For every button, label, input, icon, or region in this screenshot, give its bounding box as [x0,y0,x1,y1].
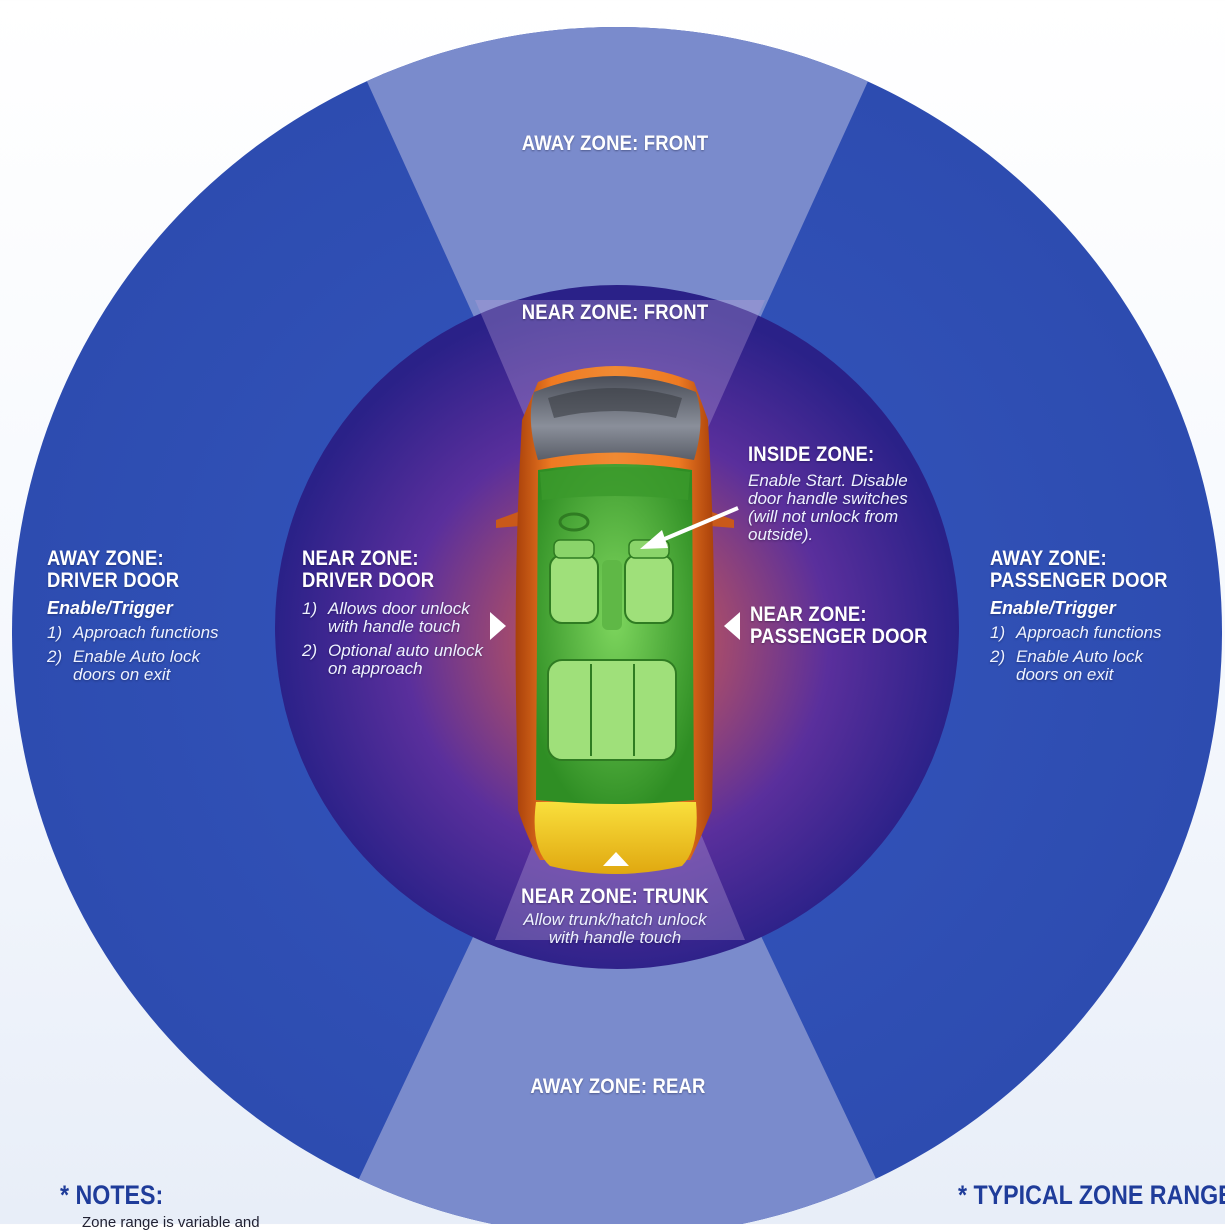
away-rear-label: AWAY ZONE: REAR [530,1075,706,1098]
inside-zone-desc: Enable Start. Disable door handle switch… [748,472,908,544]
item-line: Enable Auto lock [73,647,200,666]
item-line: Optional auto unlock [328,641,483,660]
near-driver-item-1: 1) Allows door unlock with handle touch [302,600,483,636]
notes-partial-line: Zone range is variable and [82,1214,260,1231]
item-num: 2) [47,647,63,666]
item-line: Approach functions [1016,623,1162,642]
arrow-up-icon [603,852,629,866]
near-driver-title-1: NEAR ZONE: [302,547,419,570]
notes-title: * NOTES: [60,1180,164,1210]
item-line: Enable Auto lock [1016,647,1143,666]
car-top-view [496,366,734,874]
item-num: 1) [47,623,63,642]
item-num: 2) [990,647,1006,666]
near-trunk-block: NEAR ZONE: TRUNK Allow trunk/hatch unloc… [460,886,770,947]
desc-line: with handle touch [548,928,682,947]
desc-line: door handle switches [748,489,908,508]
left-mirror [496,512,520,528]
arrow-right-icon [490,612,506,640]
pointer-arrowhead [640,530,668,549]
front-left-seat [549,554,599,624]
item-line: doors on exit [1016,665,1114,684]
away-passenger-subtitle: Enable/Trigger [990,598,1116,618]
item-line: with handle touch [328,617,461,636]
item-num: 1) [990,623,1006,642]
away-passenger-item-2: 2) Enable Auto lock doors on exit [990,648,1192,684]
item-num: 2) [302,641,318,660]
near-passenger-block: NEAR ZONE: PASSENGER DOOR [750,604,952,648]
away-driver-item-2: 2) Enable Auto lock doors on exit [47,648,219,684]
desc-line: outside). [748,525,814,544]
near-passenger-title-1: NEAR ZONE: [750,603,867,626]
pointer-arrow-icon [654,506,739,545]
near-trunk-title: NEAR ZONE: TRUNK [521,885,709,908]
near-driver-title-2: DRIVER DOOR [302,569,435,592]
away-driver-subtitle: Enable/Trigger [47,598,173,618]
away-driver-title-2: DRIVER DOOR [47,569,180,592]
typical-zone-range-title: * TYPICAL ZONE RANGE [958,1180,1225,1210]
desc-line: (will not unlock from [748,507,899,526]
inside-zone-title: INSIDE ZONE: [748,443,875,466]
near-driver-block: NEAR ZONE: DRIVER DOOR 1) Allows door un… [302,548,483,678]
item-line: doors on exit [73,665,171,684]
item-num: 1) [302,599,318,618]
inside-zone-block: INSIDE ZONE: Enable Start. Disable door … [748,444,908,544]
arrow-left-icon [724,612,740,640]
away-driver-block: AWAY ZONE: DRIVER DOOR Enable/Trigger 1)… [47,548,219,684]
away-passenger-block: AWAY ZONE: PASSENGER DOOR Enable/Trigger… [990,548,1192,684]
item-line: Approach functions [73,623,219,642]
away-passenger-item-1: 1) Approach functions [990,624,1192,642]
car-trunk [534,802,697,874]
rear-bench [547,659,677,761]
item-line: Allows door unlock [328,599,470,618]
away-passenger-title-2: PASSENGER DOOR [990,569,1168,592]
away-driver-title-1: AWAY ZONE: [47,547,164,570]
desc-line: Allow trunk/hatch unlock [523,910,707,929]
away-front-label: AWAY ZONE: FRONT [521,132,709,155]
near-front-label: NEAR ZONE: FRONT [521,301,709,324]
away-passenger-title-1: AWAY ZONE: [990,547,1107,570]
away-driver-item-1: 1) Approach functions [47,624,219,642]
near-driver-item-2: 2) Optional auto unlock on approach [302,642,483,678]
front-right-seat [624,554,674,624]
near-passenger-title-2: PASSENGER DOOR [750,625,928,648]
item-line: on approach [328,659,423,678]
desc-line: Enable Start. Disable [748,471,908,490]
